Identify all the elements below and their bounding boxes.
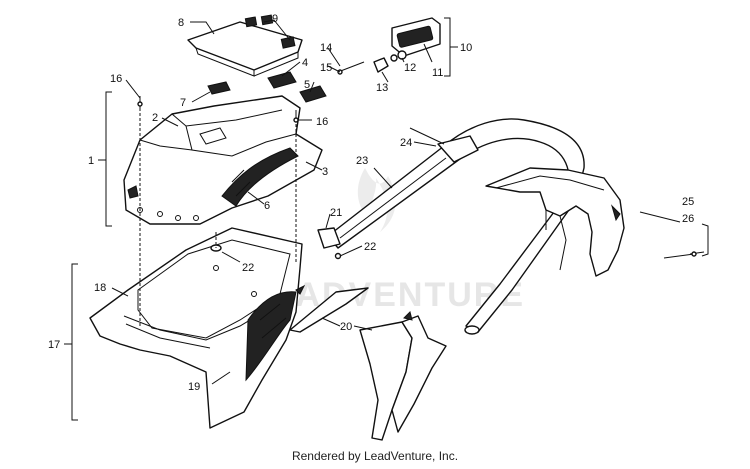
- callout-11: 11: [432, 67, 443, 79]
- callout-16-right: 16: [316, 116, 328, 128]
- callout-8: 8: [178, 17, 184, 29]
- callout-27: 26: [682, 213, 694, 225]
- callout-16-left: 16: [110, 73, 122, 85]
- callout-1: 1: [88, 155, 94, 167]
- seat-body-part: [123, 95, 323, 225]
- callout-22: 21: [330, 207, 342, 219]
- callout-20: 22: [242, 262, 254, 274]
- callout-19: 19: [188, 381, 200, 393]
- callout-7: 7: [180, 97, 186, 109]
- callout-3: 3: [322, 166, 328, 178]
- callout-10: 10: [460, 42, 472, 54]
- decal-parts: [207, 71, 327, 103]
- callout-5: 5: [304, 79, 310, 91]
- callout-12: 12: [404, 62, 416, 74]
- taillight-assembly: [337, 17, 441, 75]
- snowflap-part: [485, 167, 695, 277]
- callout-15: 15: [320, 62, 332, 74]
- callout-14: 14: [320, 42, 332, 54]
- callout-21: 20: [340, 321, 352, 333]
- callout-17: 17: [48, 339, 60, 351]
- callout-4: 4: [302, 57, 308, 69]
- callout-23: 22: [364, 241, 376, 253]
- side-panel-part: [289, 284, 447, 441]
- storage-tub-part: [89, 227, 303, 429]
- callout-labels: 8 9 10 11 12 13 14 15 16 16 7 4 5 2 3 6 …: [48, 13, 694, 393]
- callout-24: 23: [356, 155, 368, 167]
- callout-18: 18: [94, 282, 106, 294]
- bumper-frame-part: [317, 118, 585, 335]
- callout-26: 25: [682, 196, 694, 208]
- callout-13: 13: [376, 82, 388, 94]
- callout-9: 9: [272, 13, 278, 25]
- callout-2: 2: [152, 112, 158, 124]
- callout-25: 24: [400, 137, 412, 149]
- callout-6: 6: [264, 200, 270, 212]
- plate-part: [187, 14, 303, 77]
- footer-credit: Rendered by LeadVenture, Inc.: [291, 449, 459, 463]
- leader-lines: [64, 17, 709, 421]
